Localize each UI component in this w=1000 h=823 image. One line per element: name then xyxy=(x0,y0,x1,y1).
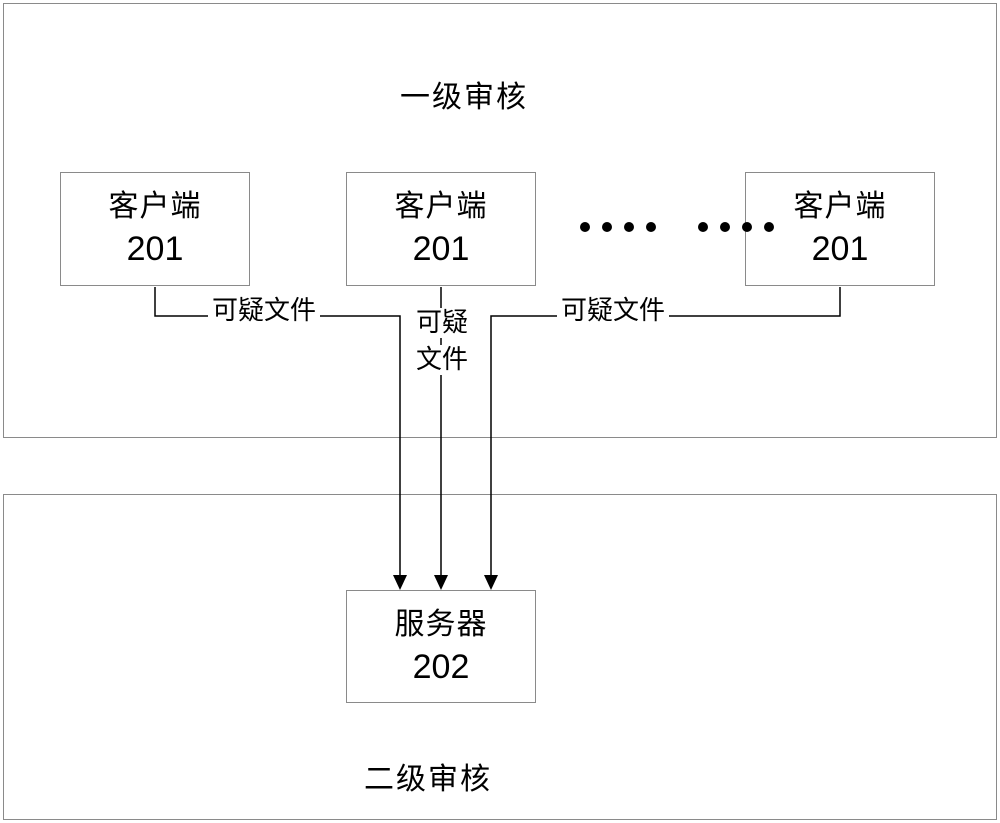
client-box-2: 客户端 201 xyxy=(346,172,536,286)
arrowhead-right xyxy=(484,575,498,590)
edge-label-middle-line2: 文件 xyxy=(414,345,470,375)
client-id: 201 xyxy=(413,227,470,271)
client-id: 201 xyxy=(812,227,869,271)
level2-title: 二级审核 xyxy=(364,762,492,798)
ellipsis-dot xyxy=(602,222,612,232)
ellipsis-dot xyxy=(720,222,730,232)
edge-client-left-to-server xyxy=(155,287,400,575)
edge-label-middle-line1: 可疑 xyxy=(414,308,470,338)
client-id: 201 xyxy=(127,227,184,271)
edge-label-left: 可疑文件 xyxy=(208,296,320,326)
client-box-1: 客户端 201 xyxy=(60,172,250,286)
ellipsis-dot xyxy=(742,222,752,232)
edge-client-right-to-server xyxy=(491,287,840,575)
level1-title: 一级审核 xyxy=(400,80,528,116)
ellipsis-dot xyxy=(646,222,656,232)
ellipsis-dot xyxy=(764,222,774,232)
ellipsis-dots xyxy=(580,222,774,232)
ellipsis-dot xyxy=(698,222,708,232)
server-name: 服务器 xyxy=(395,605,488,645)
client-name: 客户端 xyxy=(395,187,488,227)
ellipsis-dot xyxy=(580,222,590,232)
server-box: 服务器 202 xyxy=(346,590,536,703)
arrowhead-middle xyxy=(434,575,448,590)
arrowhead-left xyxy=(393,575,407,590)
client-name: 客户端 xyxy=(794,187,887,227)
ellipsis-dot xyxy=(624,222,634,232)
server-id: 202 xyxy=(413,645,470,689)
client-name: 客户端 xyxy=(109,187,202,227)
edge-label-right: 可疑文件 xyxy=(557,296,669,326)
